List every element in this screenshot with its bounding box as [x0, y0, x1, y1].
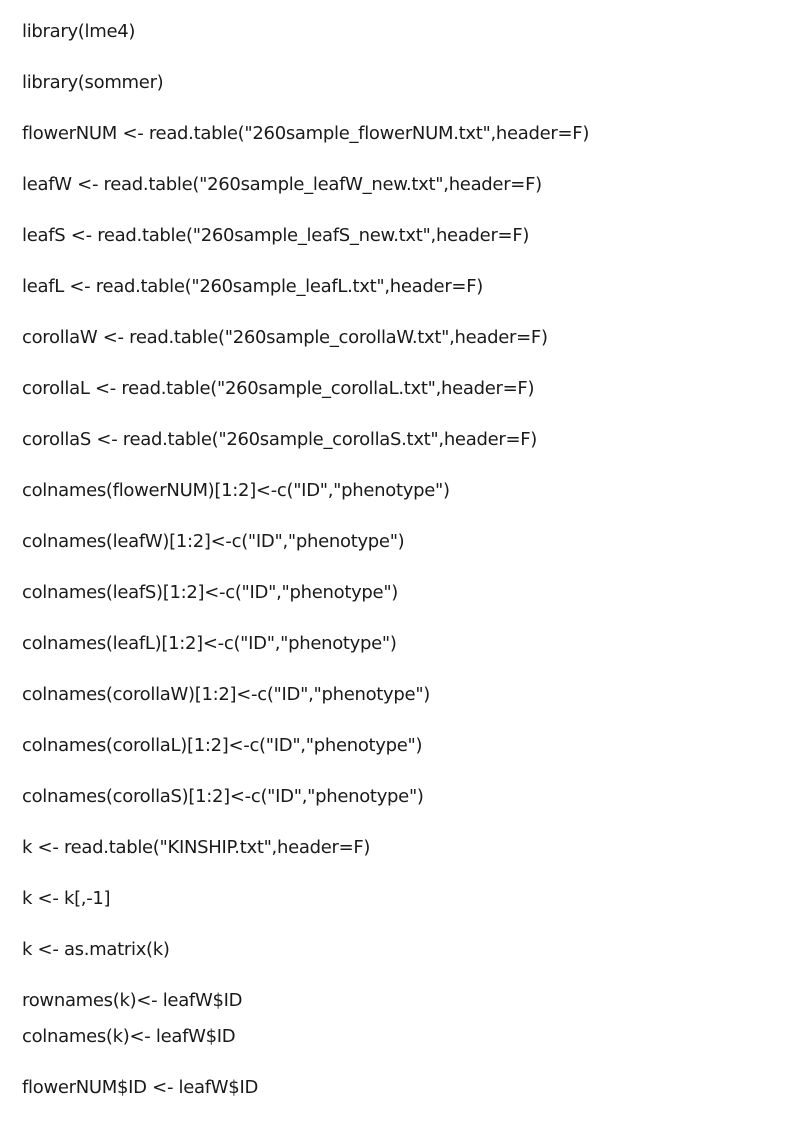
code-line-20: rownames(k)<- leafW$ID — [22, 990, 243, 1011]
code-line-15: colnames(corollaL)[1:2]<-c("ID","phenoty… — [22, 735, 423, 756]
code-line-3: flowerNUM <- read.table("260sample_flowe… — [22, 123, 590, 144]
code-line-18: k <- k[,-1] — [22, 888, 111, 909]
code-line-6: leafL <- read.table("260sample_leafL.txt… — [22, 276, 483, 297]
code-line-12: colnames(leafS)[1:2]<-c("ID","phenotype"… — [22, 582, 399, 603]
code-line-16: colnames(corollaS)[1:2]<-c("ID","phenoty… — [22, 786, 424, 807]
code-line-1: library(lme4) — [22, 21, 136, 42]
code-line-2: library(sommer) — [22, 72, 164, 93]
code-line-19: k <- as.matrix(k) — [22, 939, 170, 960]
code-line-7: corollaW <- read.table("260sample_coroll… — [22, 327, 548, 348]
code-line-5: leafS <- read.table("260sample_leafS_new… — [22, 225, 530, 246]
code-line-17: k <- read.table("KINSHIP.txt",header=F) — [22, 837, 371, 858]
code-line-10: colnames(flowerNUM)[1:2]<-c("ID","phenot… — [22, 480, 450, 501]
code-line-13: colnames(leafL)[1:2]<-c("ID","phenotype"… — [22, 633, 397, 654]
code-line-22: flowerNUM$ID <- leafW$ID — [22, 1077, 259, 1098]
code-line-14: colnames(corollaW)[1:2]<-c("ID","phenoty… — [22, 684, 431, 705]
code-line-21: colnames(k)<- leafW$ID — [22, 1026, 236, 1047]
code-line-8: corollaL <- read.table("260sample_coroll… — [22, 378, 535, 399]
code-line-4: leafW <- read.table("260sample_leafW_new… — [22, 174, 542, 195]
code-line-11: colnames(leafW)[1:2]<-c("ID","phenotype"… — [22, 531, 405, 552]
code-line-9: corollaS <- read.table("260sample_coroll… — [22, 429, 537, 450]
